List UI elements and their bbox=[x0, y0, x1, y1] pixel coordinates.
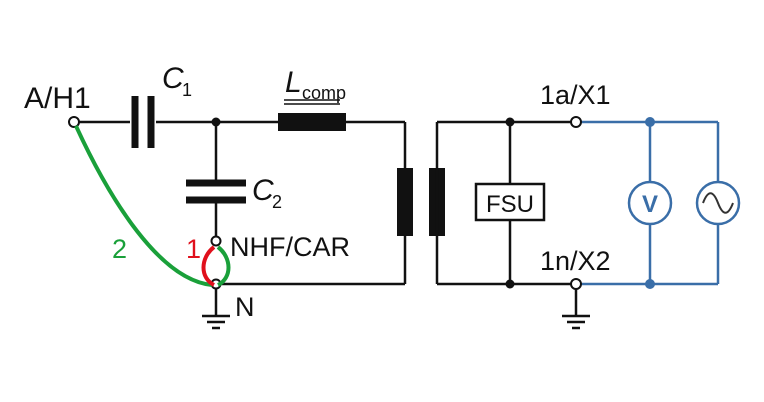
c1-label: C 1 bbox=[162, 62, 192, 100]
sine-wave-icon bbox=[695, 180, 741, 226]
path-2-label: 2 bbox=[112, 234, 127, 264]
c2-main: C bbox=[252, 174, 274, 207]
capacitor-c2 bbox=[186, 179, 246, 204]
voltmeter-label: V bbox=[642, 191, 658, 218]
n-label: N bbox=[235, 292, 255, 322]
nhf-car-label: NHF/CAR bbox=[230, 232, 350, 262]
top-wire-right bbox=[437, 117, 572, 127]
inductor-lcomp bbox=[278, 99, 346, 131]
path-1-red bbox=[201, 245, 216, 287]
path-2-green bbox=[74, 125, 231, 287]
c1-subscript: 1 bbox=[182, 80, 192, 100]
voltmeter-icon: V bbox=[627, 180, 673, 226]
c2-branch-wire bbox=[211, 117, 221, 237]
c1-main: C bbox=[162, 62, 184, 95]
bottom-wire-right bbox=[437, 279, 572, 289]
lcomp-label: L comp bbox=[285, 66, 346, 103]
measurement-circuit bbox=[580, 117, 720, 289]
path-1-label: 1 bbox=[186, 234, 201, 264]
terminal-a-h1-label: A/H1 bbox=[24, 82, 91, 115]
capacitor-c1 bbox=[131, 96, 155, 148]
fsu-block: FSU bbox=[474, 122, 546, 284]
terminals bbox=[68, 116, 582, 290]
lcomp-subscript: comp bbox=[302, 83, 346, 103]
terminal-x1-label: 1a/X1 bbox=[540, 80, 611, 110]
lcomp-main: L bbox=[285, 66, 302, 99]
ground-icon bbox=[202, 289, 230, 330]
c2-subscript: 2 bbox=[272, 192, 282, 212]
c2-label: C 2 bbox=[252, 174, 282, 212]
transformer bbox=[397, 122, 445, 284]
terminal-x2-label: 1n/X2 bbox=[540, 246, 611, 276]
fsu-label: FSU bbox=[486, 191, 534, 218]
ground-icon bbox=[562, 289, 590, 330]
